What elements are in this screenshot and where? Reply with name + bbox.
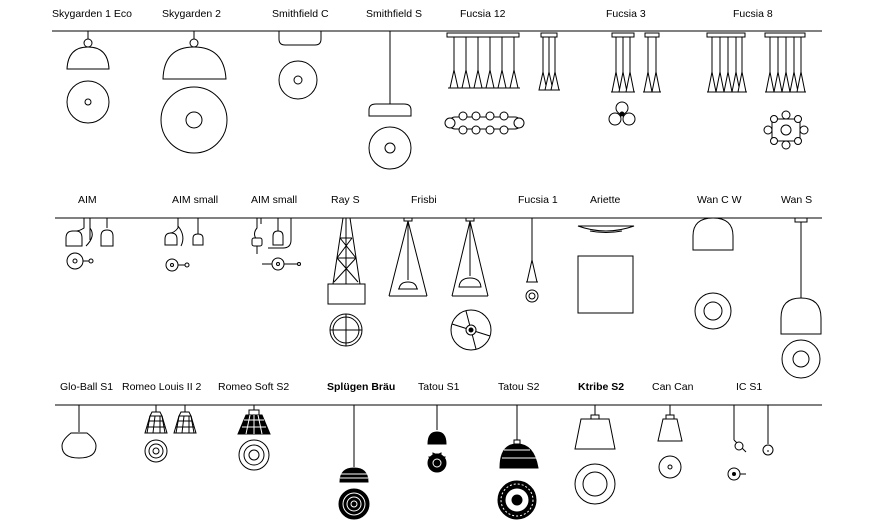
label-frisbi: Frisbi: [411, 194, 437, 206]
fucsia-3-drawing: [608, 32, 636, 126]
ktribe-s2-drawing: [574, 405, 616, 505]
fucsia-8-side-drawing: [763, 32, 809, 150]
romeo-soft-s2-drawing: [237, 405, 271, 471]
label-fucsia-12: Fucsia 12: [460, 8, 506, 20]
splugen-brau-drawing: [338, 405, 370, 520]
ariette-drawing: [577, 225, 635, 314]
label-wan-s: Wan S: [781, 194, 812, 206]
label-skygarden-2: Skygarden 2: [162, 8, 221, 20]
label-ray-s: Ray S: [331, 194, 360, 206]
label-romeo-louis-ii-2: Romeo Louis II 2: [122, 381, 202, 393]
label-fucsia-1: Fucsia 1: [518, 194, 558, 206]
glo-ball-s1-drawing: [61, 405, 97, 459]
aim-drawing: [65, 218, 114, 270]
fucsia-3-side-drawing: [643, 32, 661, 93]
label-splugen-brau: Splügen Bräu: [327, 381, 395, 393]
aim-small-1-drawing: [164, 218, 204, 272]
label-fucsia-8: Fucsia 8: [733, 8, 773, 20]
smithfield-c-drawing: [278, 30, 322, 100]
ic-s1-drawing: [727, 405, 774, 481]
label-can-can: Can Can: [652, 381, 694, 393]
label-wan-c-w: Wan C W: [697, 194, 742, 206]
label-fucsia-3: Fucsia 3: [606, 8, 646, 20]
label-smithfield-s: Smithfield S: [366, 8, 422, 20]
label-ktribe-s2: Ktribe S2: [578, 381, 624, 393]
aim-small-2-drawing: [251, 218, 301, 271]
ray-s-drawing: [327, 217, 366, 347]
tatou-s2-drawing: [497, 405, 539, 520]
fucsia-8-drawing: [706, 32, 747, 93]
label-aim-small-1: AIM small: [172, 194, 218, 206]
label-ariette: Ariette: [590, 194, 621, 206]
label-aim: AIM: [78, 194, 97, 206]
wan-s-drawing: [780, 217, 822, 379]
smithfield-s-drawing: [368, 31, 412, 170]
can-can-drawing: [657, 405, 683, 479]
skygarden-1-eco-drawing: [66, 31, 110, 124]
label-skygarden-1-eco: Skygarden 1 Eco: [52, 8, 132, 20]
label-smithfield-c: Smithfield C: [272, 8, 329, 20]
label-romeo-soft-s2: Romeo Soft S2: [218, 381, 289, 393]
fucsia-12-drawing: [444, 32, 525, 135]
frisbi-2-drawing: [450, 217, 492, 351]
romeo-louis-ii-2-drawing: [144, 405, 197, 463]
fucsia-1-drawing: [525, 218, 539, 303]
label-aim-small-2: AIM small: [251, 194, 297, 206]
label-glo-ball-s1: Glo-Ball S1: [60, 381, 113, 393]
label-tatou-s2: Tatou S2: [498, 381, 540, 393]
frisbi-drawing: [388, 217, 428, 297]
label-tatou-s1: Tatou S1: [418, 381, 460, 393]
label-ic-s1: IC S1: [736, 381, 762, 393]
skygarden-2-drawing: [160, 31, 228, 154]
tatou-s1-drawing: [427, 405, 447, 473]
fucsia-12-side-drawing: [538, 32, 560, 91]
wan-c-w-drawing: [692, 217, 734, 330]
